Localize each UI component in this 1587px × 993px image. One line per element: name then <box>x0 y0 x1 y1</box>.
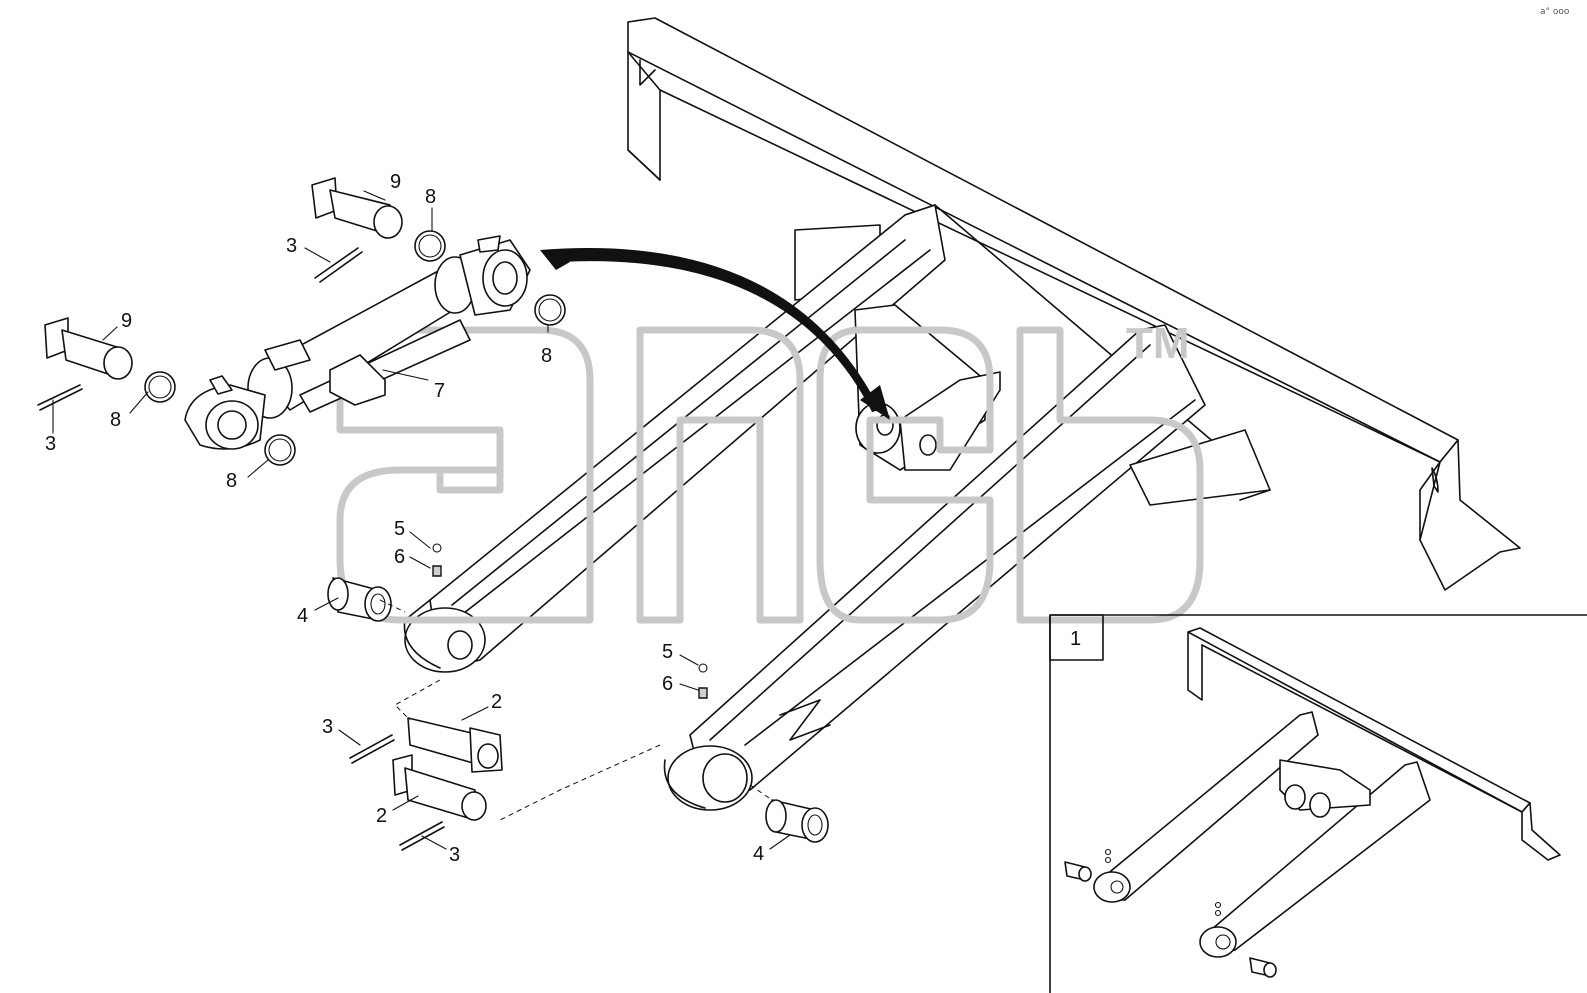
callout-8: 8 <box>425 186 436 208</box>
pin-9-upper <box>311 177 403 239</box>
pin-2-upper <box>407 717 503 773</box>
callout-7: 7 <box>434 380 445 402</box>
callout-5: 5 <box>662 641 673 663</box>
callout-9: 9 <box>390 171 401 193</box>
assembly-lines <box>379 599 773 821</box>
callout-8: 8 <box>541 345 552 367</box>
watermark-logo: TM <box>336 319 1204 624</box>
hydraulic-cylinder <box>184 235 531 450</box>
grease-fittings <box>432 543 708 699</box>
inset-view: 1 <box>1049 614 1587 993</box>
bushing-4-lower <box>765 799 829 843</box>
cotter-pins <box>37 247 445 851</box>
callout-4: 4 <box>753 843 764 865</box>
callout-3: 3 <box>322 716 333 738</box>
cylinder-mount-bracket <box>854 304 1001 471</box>
callout-6: 6 <box>394 546 405 568</box>
dozer-blade <box>627 17 1521 591</box>
callout-8: 8 <box>110 409 121 431</box>
callouts: 9 8 3 9 8 7 3 8 8 5 6 4 2 3 2 3 5 6 4 <box>45 171 764 866</box>
corner-mark: a° ooo <box>1540 7 1570 17</box>
callout-3: 3 <box>449 844 460 866</box>
callout-3: 3 <box>45 433 56 455</box>
callout-9: 9 <box>121 310 132 332</box>
callout-2: 2 <box>491 691 502 713</box>
o-rings <box>144 230 566 466</box>
callout-3: 3 <box>286 235 297 257</box>
bushing-4-upper <box>327 577 392 622</box>
inset-label: 1 <box>1070 628 1081 650</box>
watermark-tm: TM <box>1126 319 1190 368</box>
callout-8: 8 <box>226 470 237 492</box>
callout-6: 6 <box>662 673 673 695</box>
pin-2-lower <box>392 754 487 821</box>
leader-lines <box>52 190 791 850</box>
assembly-arrow <box>540 248 890 420</box>
callout-5: 5 <box>394 518 405 540</box>
pin-9-lower <box>44 317 133 380</box>
callout-2: 2 <box>376 805 387 827</box>
callout-4: 4 <box>297 605 308 627</box>
